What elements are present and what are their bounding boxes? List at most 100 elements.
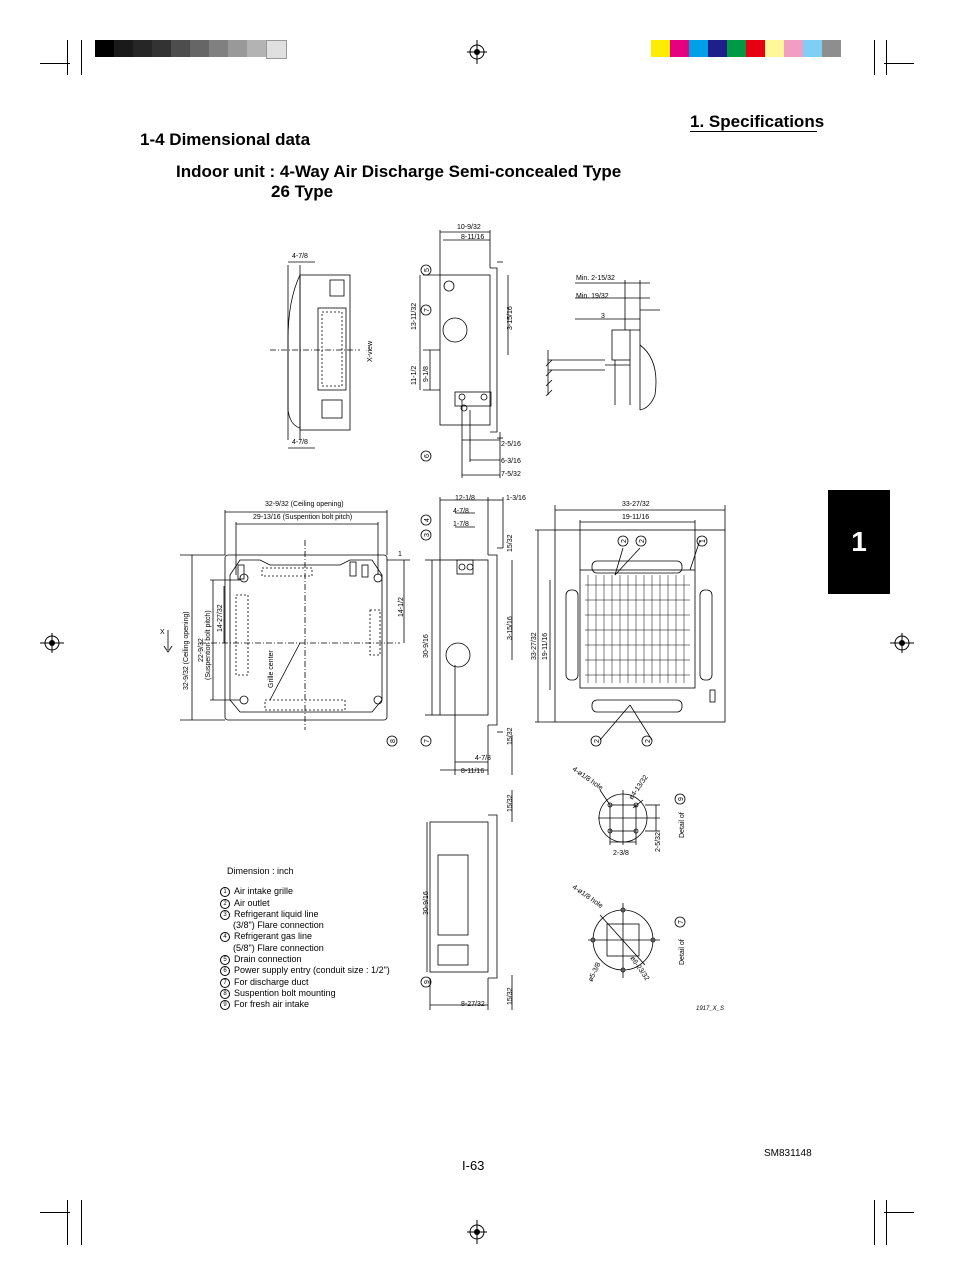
dim-plan-w2: 29-13/16 (Suspention bolt pitch) bbox=[253, 514, 352, 521]
callout-1: 1 bbox=[696, 535, 708, 547]
color-swatch bbox=[708, 40, 727, 57]
drawing-code: 1917_X_S bbox=[696, 1006, 724, 1012]
unit-title: Indoor unit : 4-Way Air Discharge Semi-c… bbox=[176, 162, 622, 181]
dim-plan-h1: 32-9/32 (Ceiling opening) bbox=[183, 611, 190, 690]
gray-swatch bbox=[95, 40, 114, 57]
svg-text:9: 9 bbox=[678, 797, 685, 801]
legend-number: 3 bbox=[220, 909, 230, 920]
dim-bottom-1: 15/32 bbox=[507, 794, 514, 812]
legend-text: Air outlet bbox=[234, 897, 270, 908]
dim-side-4: 1-7/8 bbox=[453, 521, 469, 528]
dim-tm-8: 6-3/16 bbox=[501, 458, 521, 465]
svg-text:7: 7 bbox=[678, 920, 685, 924]
callout-7b: 7 bbox=[420, 735, 432, 747]
detail7-dia1: ø5-3/8 bbox=[587, 961, 602, 982]
dim-tl-1: 4-7/8 bbox=[292, 253, 308, 260]
dim-side-2: 1-3/16 bbox=[506, 495, 526, 502]
dim-tm-6: 9-1/8 bbox=[423, 366, 430, 382]
gray-swatch bbox=[114, 40, 133, 57]
svg-text:7: 7 bbox=[424, 739, 431, 743]
dim-side-9: 4-7/8 bbox=[475, 755, 491, 762]
svg-text:6: 6 bbox=[424, 454, 431, 458]
page-number: I-63 bbox=[462, 1158, 485, 1173]
dim-side-8: 15/32 bbox=[507, 727, 514, 745]
legend-item: 5 Drain connection bbox=[220, 954, 390, 966]
chapter-title-underline bbox=[690, 131, 817, 132]
callout-8: 8 bbox=[386, 735, 398, 747]
x-view-label: X-view bbox=[367, 340, 374, 362]
legend-number: 1 bbox=[220, 887, 230, 898]
dim-side-1: 12-1/8 bbox=[455, 495, 475, 502]
svg-text:3: 3 bbox=[424, 533, 431, 537]
dim-bottom-4: 15/32 bbox=[507, 987, 514, 1005]
legend-text: Refrigerant liquid line bbox=[234, 908, 319, 919]
detail7-hole: 4-ø1/8 hole bbox=[571, 884, 604, 910]
legend-item: 4 Refrigerant gas line bbox=[220, 931, 390, 943]
dim-tm-5: 11-1/2 bbox=[411, 366, 418, 385]
gray-swatch bbox=[247, 40, 266, 57]
detail9-d1: 2-3/8 bbox=[613, 850, 629, 857]
dim-side-3: 4-7/8 bbox=[453, 508, 469, 515]
dim-tr-2: Min. 19/32 bbox=[576, 293, 609, 300]
svg-text:1: 1 bbox=[700, 539, 707, 543]
callout-2c: 2 bbox=[590, 735, 602, 747]
gray-swatch bbox=[171, 40, 190, 57]
detail9-hole: 4-ø1/8 hole bbox=[571, 766, 604, 792]
dim-front-4: 19-11/16 bbox=[542, 633, 549, 660]
color-swatch bbox=[670, 40, 689, 57]
legend-number: 8 bbox=[220, 988, 230, 999]
svg-text:2: 2 bbox=[594, 739, 601, 743]
color-swatch bbox=[689, 40, 708, 57]
legend-item: 6 Power supply entry (conduit size : 1/2"… bbox=[220, 965, 390, 977]
dim-plan-one: 1 bbox=[398, 551, 402, 558]
gray-swatch bbox=[133, 40, 152, 57]
svg-text:4: 4 bbox=[424, 518, 431, 522]
dim-tm-9: 7-5/32 bbox=[501, 471, 521, 478]
dim-bottom-2: 30-9/16 bbox=[423, 891, 430, 915]
color-swatch bbox=[727, 40, 746, 57]
callout-2a: 2 bbox=[617, 535, 629, 547]
detail7-label: Detail of bbox=[679, 939, 686, 965]
callout-9: 9 bbox=[420, 976, 432, 988]
dim-plan-w1: 32-9/32 (Ceiling opening) bbox=[265, 501, 344, 508]
legend-subtext: (3/8") Flare connection bbox=[233, 920, 324, 931]
x-arrow-label: X bbox=[160, 629, 165, 636]
legend-text: Drain connection bbox=[234, 954, 302, 965]
type-title: 26 Type bbox=[271, 182, 334, 201]
legend-text: Power supply entry (conduit size : 1/2") bbox=[234, 965, 390, 976]
dim-tr-3: 3 bbox=[601, 313, 605, 320]
svg-text:7: 7 bbox=[424, 308, 431, 312]
legend-title: Dimension : inch bbox=[227, 866, 294, 876]
color-swatch bbox=[651, 40, 670, 57]
dim-tm-7: 2-5/16 bbox=[501, 441, 521, 448]
color-swatch bbox=[765, 40, 784, 57]
legend-number: 4 bbox=[220, 932, 230, 943]
callout-detail7: 7 bbox=[674, 916, 686, 928]
dim-tm-4: 3-15/16 bbox=[507, 306, 514, 330]
grille-center-label: Grille center bbox=[268, 650, 275, 688]
dim-plan-h2: 22-9/32 bbox=[198, 638, 205, 662]
gray-swatch bbox=[152, 40, 171, 57]
callout-7: 7 bbox=[420, 304, 432, 316]
color-swatch bbox=[746, 40, 765, 57]
svg-text:2: 2 bbox=[621, 539, 628, 543]
dim-front-3: 33-27/32 bbox=[531, 632, 538, 660]
legend-number: 5 bbox=[220, 955, 230, 966]
legend-number: 2 bbox=[220, 898, 230, 909]
dim-plan-h2b: (Suspention bolt pitch) bbox=[205, 610, 212, 680]
dim-tm-2: 8-11/16 bbox=[461, 234, 484, 241]
legend-number: 6 bbox=[220, 966, 230, 977]
dim-front-1: 33-27/32 bbox=[622, 501, 650, 508]
gray-swatch bbox=[266, 40, 287, 59]
legend-subtext: (5/8") Flare connection bbox=[233, 942, 324, 953]
color-swatch bbox=[784, 40, 803, 57]
legend-text: Refrigerant gas line bbox=[234, 931, 313, 942]
callout-3: 3 bbox=[420, 529, 432, 541]
dim-plan-h4: 14-1/2 bbox=[398, 597, 405, 617]
